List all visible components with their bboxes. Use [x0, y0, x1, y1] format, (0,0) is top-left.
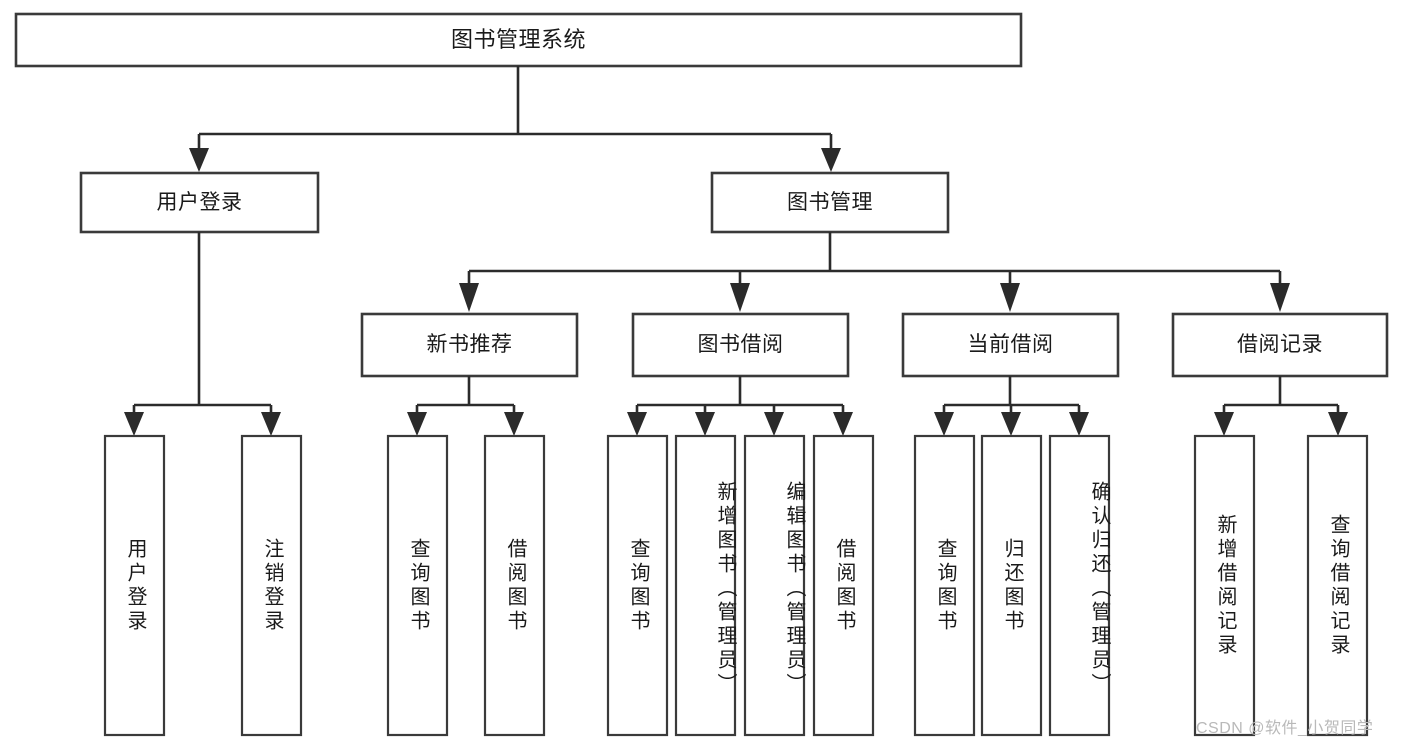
- arrow-head-current-borrow: [1000, 283, 1020, 312]
- node-box-borrow-record[interactable]: [1171, 312, 1389, 378]
- arrow-head-leaf-add-book: [695, 412, 715, 436]
- connector-new-book-children: [415, 376, 516, 414]
- arrow-head-book-borrow: [730, 283, 750, 312]
- arrow-head-leaf-return-book: [1001, 412, 1021, 436]
- arrow-head-leaf-query-book-1: [407, 412, 427, 436]
- node-box-book-borrow[interactable]: [631, 312, 850, 378]
- connector-book-borrow-children: [635, 376, 845, 414]
- leaf-box-query-book-2[interactable]: [606, 434, 669, 737]
- leaf-box-borrow-book-1[interactable]: [483, 434, 546, 737]
- arrow-head-leaf-confirm-return: [1069, 412, 1089, 436]
- leaf-box-add-record[interactable]: [1193, 434, 1256, 737]
- arrow-head-leaf-add-record: [1214, 412, 1234, 436]
- leaf-box-query-book-1[interactable]: [386, 434, 449, 737]
- arrow-head-user-login: [189, 148, 209, 172]
- leaf-box-return-book[interactable]: [980, 434, 1043, 737]
- leaf-box-query-record[interactable]: [1306, 434, 1369, 737]
- leaf-box-add-book[interactable]: [674, 434, 737, 737]
- node-box-root[interactable]: [14, 12, 1023, 68]
- node-box-new-book-recommend[interactable]: [360, 312, 579, 378]
- arrow-head-leaf-query-record: [1328, 412, 1348, 436]
- node-box-book-manage[interactable]: [710, 171, 950, 234]
- leaf-box-query-book-3[interactable]: [913, 434, 976, 737]
- connector-user-login-children: [132, 232, 273, 414]
- arrow-head-leaf-edit-book: [764, 412, 784, 436]
- arrow-head-leaf-borrow-book-2: [833, 412, 853, 436]
- arrow-head-leaf-user-login: [124, 412, 144, 436]
- leaf-box-edit-book[interactable]: [743, 434, 806, 737]
- arrow-head-borrow-record: [1270, 283, 1290, 312]
- connector-borrow-record-children: [1222, 376, 1340, 414]
- watermark-text: CSDN @软件_小贺同学: [1196, 720, 1374, 737]
- leaf-box-confirm-return[interactable]: [1048, 434, 1111, 737]
- connector-root-to-bus: [197, 66, 833, 150]
- arrow-head-leaf-query-book-3: [934, 412, 954, 436]
- arrow-head-book-manage: [821, 148, 841, 172]
- leaf-box-logout[interactable]: [240, 434, 303, 737]
- arrow-head-leaf-logout: [261, 412, 281, 436]
- arrow-head-new-book: [459, 283, 479, 312]
- leaf-box-user-login[interactable]: [103, 434, 166, 737]
- connector-book-manage-children: [467, 232, 1282, 285]
- connector-current-borrow-children: [942, 376, 1081, 414]
- arrow-head-leaf-borrow-book-1: [504, 412, 524, 436]
- node-box-user-login[interactable]: [79, 171, 320, 234]
- arrow-head-leaf-query-book-2: [627, 412, 647, 436]
- leaf-box-borrow-book-2[interactable]: [812, 434, 875, 737]
- node-box-current-borrow[interactable]: [901, 312, 1120, 378]
